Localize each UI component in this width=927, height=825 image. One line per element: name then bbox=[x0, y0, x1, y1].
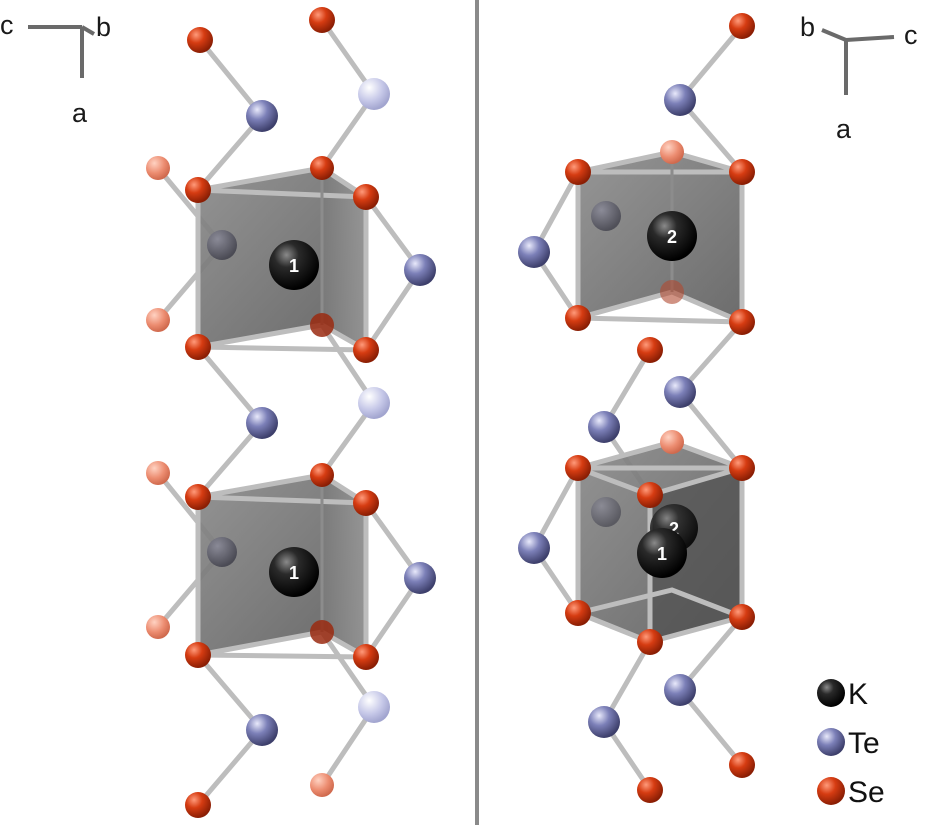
te-atom bbox=[358, 78, 390, 110]
se-atom bbox=[310, 620, 334, 644]
k-atom: 1 bbox=[637, 528, 687, 578]
te-atom bbox=[246, 714, 278, 746]
se-atom bbox=[185, 334, 211, 360]
right-axis-gizmo: b c a bbox=[800, 12, 918, 144]
axis-label-b: b bbox=[800, 12, 815, 42]
te-atom bbox=[358, 387, 390, 419]
k-site-label: 2 bbox=[667, 227, 677, 247]
se-atom bbox=[187, 27, 213, 53]
k-atom: 1 bbox=[269, 240, 319, 290]
k-site-label: 1 bbox=[289, 563, 299, 583]
k-site-label: 1 bbox=[657, 544, 667, 564]
se-atom bbox=[185, 642, 211, 668]
se-atom bbox=[565, 455, 591, 481]
te-atom bbox=[664, 674, 696, 706]
k-atom: 1 bbox=[269, 547, 319, 597]
axis-label-b: b bbox=[96, 12, 111, 42]
te-atom bbox=[207, 230, 237, 260]
te-atom bbox=[588, 411, 620, 443]
right-panel: b c a bbox=[518, 12, 918, 809]
right-polyhedron-bottom bbox=[575, 439, 745, 645]
se-atom bbox=[146, 156, 170, 180]
se-atom bbox=[146, 308, 170, 332]
legend-item-k: K bbox=[817, 678, 868, 711]
se-atom bbox=[146, 461, 170, 485]
te-atom bbox=[518, 532, 550, 564]
axis-label-a: a bbox=[72, 98, 88, 128]
te-atom bbox=[588, 706, 620, 738]
se-atom bbox=[660, 430, 684, 454]
legend-label: K bbox=[848, 678, 868, 711]
axis-label-c: c bbox=[904, 20, 918, 50]
k-site-label: 1 bbox=[289, 256, 299, 276]
se-atom bbox=[729, 13, 755, 39]
k-site-label: 2 bbox=[669, 519, 679, 539]
legend-item-te: Te bbox=[817, 727, 880, 760]
se-atom bbox=[729, 309, 755, 335]
k-swatch bbox=[817, 679, 845, 707]
left-axis-gizmo: c b a bbox=[0, 10, 111, 128]
te-atom bbox=[246, 100, 278, 132]
legend-label: Se bbox=[848, 776, 885, 809]
se-atom bbox=[565, 600, 591, 626]
se-atom bbox=[353, 644, 379, 670]
se-atom bbox=[353, 184, 379, 210]
se-atom bbox=[310, 313, 334, 337]
te-atom bbox=[664, 376, 696, 408]
te-swatch bbox=[817, 728, 845, 756]
se-atom bbox=[729, 455, 755, 481]
legend: K Te Se bbox=[817, 678, 885, 809]
se-atom bbox=[185, 177, 211, 203]
se-atom bbox=[146, 615, 170, 639]
axis-label-a: a bbox=[836, 114, 852, 144]
se-atom bbox=[310, 773, 334, 797]
se-atom bbox=[729, 752, 755, 778]
te-atom bbox=[246, 407, 278, 439]
te-atom bbox=[358, 691, 390, 723]
te-atom bbox=[207, 537, 237, 567]
se-swatch bbox=[817, 777, 845, 805]
se-atom bbox=[660, 140, 684, 164]
se-atom bbox=[565, 305, 591, 331]
right-bonds bbox=[531, 23, 745, 793]
legend-label: Te bbox=[848, 727, 880, 760]
se-atom bbox=[309, 7, 335, 33]
se-atom bbox=[185, 484, 211, 510]
left-panel: c b a bbox=[0, 7, 436, 818]
te-atom bbox=[591, 201, 621, 231]
se-atom bbox=[353, 490, 379, 516]
te-atom bbox=[404, 254, 436, 286]
se-atom bbox=[660, 280, 684, 304]
se-atom bbox=[310, 156, 334, 180]
te-atom bbox=[591, 497, 621, 527]
te-atom bbox=[404, 562, 436, 594]
se-atom bbox=[729, 604, 755, 630]
k-atom: 2 bbox=[647, 211, 697, 261]
se-atom bbox=[310, 463, 334, 487]
te-atom bbox=[664, 84, 696, 116]
se-atom bbox=[637, 337, 663, 363]
se-atom bbox=[637, 629, 663, 655]
te-atom bbox=[518, 236, 550, 268]
se-atom bbox=[185, 792, 211, 818]
se-atom bbox=[565, 159, 591, 185]
se-atom bbox=[729, 159, 755, 185]
se-atom bbox=[637, 482, 663, 508]
legend-item-se: Se bbox=[817, 776, 885, 809]
se-atom bbox=[637, 777, 663, 803]
axis-label-c: c bbox=[0, 10, 14, 40]
se-atom bbox=[353, 337, 379, 363]
